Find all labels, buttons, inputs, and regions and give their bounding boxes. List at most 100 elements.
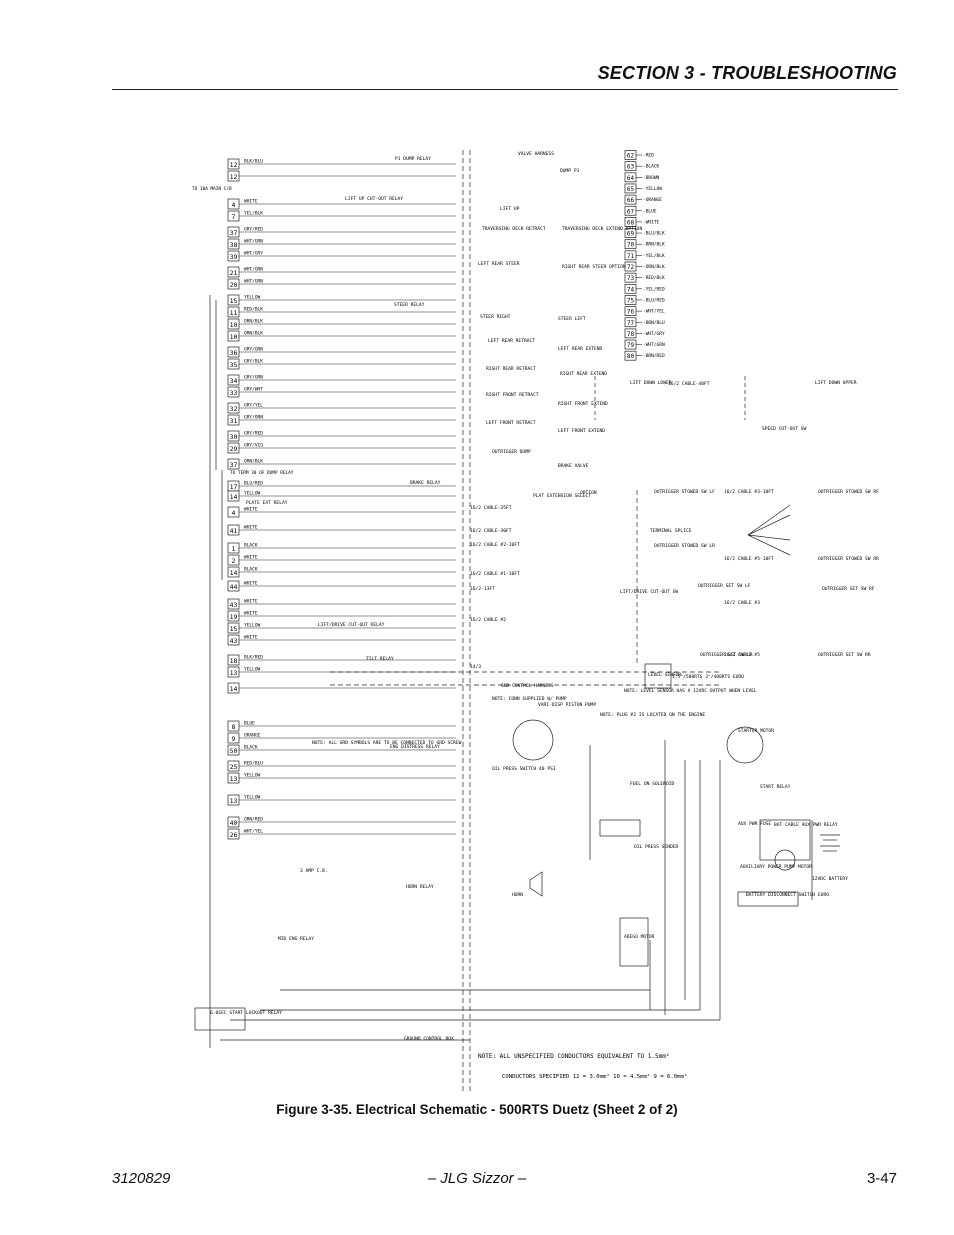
left-terminal: 12: [227, 170, 456, 182]
wire-label: WHT/GRN: [244, 279, 263, 285]
terminal-number: 15: [230, 297, 238, 305]
terminal-number: 37: [230, 461, 238, 469]
component-label: TRAVERSING DECK RETRACT: [482, 226, 546, 232]
component-label: VARI-DISP PISTON PUMP: [538, 702, 596, 708]
cable-label: 14/3: [470, 664, 481, 670]
wire-label: -BRN/BLK: [643, 242, 665, 248]
wire-label: ORN/BLK: [244, 331, 263, 337]
terminal-number: 10: [230, 333, 238, 341]
right-terminal: 77-BRN/BLU: [624, 317, 665, 328]
wire-label: WHITE: [244, 581, 258, 587]
wire-label: -BROWN: [643, 175, 660, 181]
wire-label: ORN/BLK: [244, 459, 263, 465]
terminal-number: 12: [230, 173, 238, 181]
wire-label: WHITE: [244, 525, 258, 531]
component-label: LEFT FRONT RETRACT: [486, 420, 536, 426]
right-terminal: 64-BROWN: [624, 172, 660, 183]
wire-label: GRY/BLK: [244, 359, 263, 365]
component-label: STEER RIGHT: [480, 314, 511, 320]
wire-label: -BLACK: [643, 164, 660, 170]
right-terminal: 63 -BLACK: [624, 161, 660, 171]
terminal-number: 19: [230, 613, 238, 621]
terminal-number: 39: [230, 253, 238, 261]
terminal-number: 75: [627, 297, 635, 304]
terminal-number: 34: [230, 377, 238, 385]
terminal-number: 36: [230, 349, 238, 357]
component-label: OUTRIGGER SET SW RF: [822, 586, 875, 592]
left-terminal: 10 ORN/BLK: [227, 331, 456, 342]
terminal-number: 18: [230, 657, 238, 665]
figure-caption: Figure 3-35. Electrical Schematic - 500R…: [276, 1102, 678, 1117]
terminal-number: 69: [627, 231, 635, 238]
schematic-note: 1.5°/500RTS 3°/400RTS EURO: [672, 674, 744, 680]
terminal-number: 37: [230, 229, 238, 237]
component-label: LIFT DOWN UPPER: [815, 380, 857, 386]
wire-label: YELLOW: [244, 795, 261, 801]
component-label: RIGHT FRONT RETRACT: [486, 392, 539, 398]
terminal-number: 71: [627, 253, 635, 260]
wire-label: GRY/RED: [244, 227, 263, 233]
right-terminal: 65-YELLOW: [624, 183, 662, 194]
schematic-note: NOTE: ALL UNSPECIFIED CONDUCTORS EQUIVAL…: [478, 1053, 669, 1060]
terminal-number: 7: [232, 213, 236, 221]
terminal-number: 15: [230, 625, 238, 633]
cable-label: 16/2-13FT: [470, 586, 495, 592]
terminal-number: 8: [232, 723, 236, 731]
component-label: 6.0SEC START LOCKOUT RELAY: [210, 1010, 282, 1016]
terminal-number: 63: [627, 164, 635, 171]
wire-label: -WHT/YEL: [643, 309, 665, 315]
terminal-number: 13: [230, 775, 238, 783]
terminal-number: 78: [627, 331, 635, 338]
schematic-note: NOTE: PLUG #2 IS LOCATED ON THE ENGINE: [600, 712, 705, 718]
wire-label: YELLOW: [244, 295, 261, 301]
terminal-number: 38: [230, 241, 238, 249]
right-terminal: 79-WHT/GRN: [624, 339, 665, 350]
wire-label: WHT/GRY: [244, 251, 263, 257]
wire-label: GRY/YEL: [244, 403, 263, 409]
component-label: OPTION: [580, 490, 597, 496]
wire-label: WHITE: [244, 635, 258, 641]
component-label: GROUND CONTROL BOX: [404, 1036, 454, 1042]
wire-label: YELLOW: [244, 623, 261, 629]
right-terminal: 66-ORANGE: [624, 194, 662, 205]
component-label: OUTRIGGER DUMP: [492, 449, 531, 455]
wire-label: -WHT/GRN: [643, 342, 665, 348]
terminal-number: 21: [230, 269, 238, 277]
cable-label: 16/2 CABLE #3-10FT: [724, 489, 774, 495]
wire-label: RED/BLK: [244, 307, 263, 313]
component-label: LEFT FRONT EXTEND: [558, 428, 605, 434]
cable-label: 16/2 CABLE #2: [470, 617, 506, 623]
cable-label: 16/2 CABLE #5: [724, 652, 760, 658]
component-label: 12VDC BATTERY: [812, 876, 848, 882]
component-label: DUMP P1: [560, 168, 580, 174]
terminal-number: 25: [230, 763, 238, 771]
left-terminal: 15 YELLOW: [227, 295, 456, 306]
wire-label: -BLU/RED: [643, 297, 665, 303]
component-label: BRAKE RELAY: [410, 480, 441, 486]
component-label: RIGHT REAR RETRACT: [486, 366, 536, 372]
terminal-number: 1: [232, 545, 236, 553]
component-label: GND CONTROL HARNESS: [501, 683, 554, 689]
schematic-note: TO 10A MAIN C/B: [192, 186, 232, 192]
wire-label: ORANGE: [244, 733, 261, 739]
component-label: LIFT UP: [500, 206, 520, 212]
right-terminal: 71-YEL/BLK: [624, 250, 665, 261]
terminal-number: 40: [230, 819, 238, 827]
terminal-number: 72: [627, 264, 635, 271]
